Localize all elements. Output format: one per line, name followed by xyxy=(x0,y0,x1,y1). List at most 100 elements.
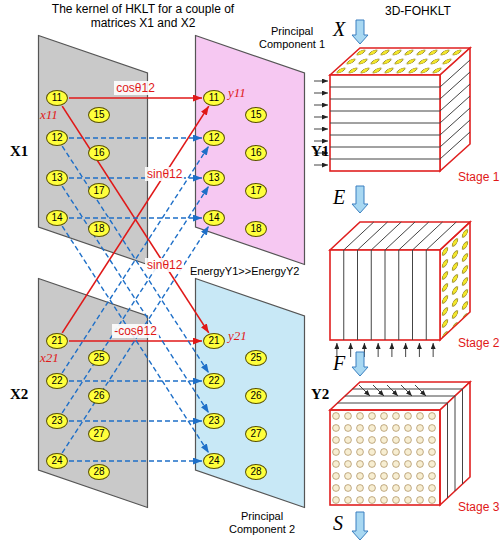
slice-line xyxy=(398,250,399,340)
flow-arrow xyxy=(352,20,368,44)
cube-front-face xyxy=(330,75,440,171)
dashed-arrow xyxy=(69,380,202,381)
diagram-title: The kernel of HKLT for a couple of matri… xyxy=(38,2,248,30)
input-arrow xyxy=(433,343,434,357)
cube-front-face xyxy=(330,250,440,340)
cube-side-face xyxy=(440,48,470,171)
variable-label: x11 xyxy=(40,108,58,122)
element-index: 18 xyxy=(89,222,109,236)
input-arrow xyxy=(314,81,328,82)
stage-label: Stage 2 xyxy=(458,336,499,350)
element-index: 14 xyxy=(47,211,67,225)
slice-line xyxy=(440,60,470,87)
element-index: 17 xyxy=(89,184,109,198)
element-circle: 16 xyxy=(245,145,267,161)
element-index: 13 xyxy=(47,171,67,185)
cube-slices xyxy=(314,20,470,540)
cube-side-face xyxy=(440,382,470,505)
matrix-name: X2 xyxy=(10,386,28,403)
coefficient-label: sinθ12 xyxy=(145,258,184,272)
element-circle: 24 xyxy=(203,453,225,469)
cube-front-face xyxy=(330,410,440,505)
stage-label: Stage 3 xyxy=(458,500,499,514)
element-circle: 23 xyxy=(203,413,225,429)
input-arrow xyxy=(387,385,398,396)
slice-line xyxy=(412,250,413,340)
input-arrow xyxy=(405,343,406,357)
input-arrow xyxy=(401,385,412,396)
element-circle: 22 xyxy=(203,373,225,389)
element-index: 27 xyxy=(89,427,109,441)
element-circle: 17 xyxy=(88,183,110,199)
element-circle: 14 xyxy=(46,210,68,226)
element-index: 16 xyxy=(89,146,109,160)
element-index: 21 xyxy=(204,334,224,348)
element-circle: 21 xyxy=(203,333,225,349)
element-circle: 23 xyxy=(46,413,68,429)
tensor-symbol: F xyxy=(333,352,345,374)
input-arrow xyxy=(314,117,328,118)
element-index: 12 xyxy=(47,131,67,145)
element-index: 25 xyxy=(89,351,109,365)
element-circle: 12 xyxy=(203,130,225,146)
element-index: 26 xyxy=(246,389,266,403)
element-index: 22 xyxy=(47,374,67,388)
slice-line xyxy=(330,99,440,100)
element-index: 15 xyxy=(89,108,109,122)
element-index: 11 xyxy=(47,91,67,105)
element-circle: 11 xyxy=(46,90,68,106)
matrix-name: X1 xyxy=(10,143,28,160)
element-index: 24 xyxy=(204,454,224,468)
slice-line xyxy=(330,159,440,160)
coefficient-label: sinθ12 xyxy=(145,167,184,181)
slice-line xyxy=(399,222,429,250)
element-circle: 25 xyxy=(88,350,110,366)
element-index: 16 xyxy=(246,146,266,160)
element-circle: 15 xyxy=(245,107,267,123)
flow-arrow xyxy=(352,512,368,540)
slice-line xyxy=(357,250,358,340)
element-index: 12 xyxy=(204,131,224,145)
element-circle: 22 xyxy=(46,373,68,389)
element-circle: 25 xyxy=(245,350,267,366)
dashed-arrow xyxy=(69,217,202,218)
element-index: 18 xyxy=(246,222,266,236)
input-arrow xyxy=(373,385,384,396)
slice-line xyxy=(462,389,463,484)
slice-line xyxy=(343,250,344,340)
slice-line xyxy=(345,396,455,397)
variable-label: y11 xyxy=(228,86,246,100)
slice-line xyxy=(385,250,386,340)
element-circle: 14 xyxy=(203,210,225,226)
input-arrow xyxy=(378,343,379,357)
slice-line xyxy=(330,123,440,124)
matrix-panel: Y2Principal Component 22122232425262728 xyxy=(195,278,305,508)
slice-line xyxy=(371,222,401,250)
panel-shape xyxy=(39,279,148,508)
energy-note: EnergyY1>>EnergyY2 xyxy=(190,264,299,278)
slice-line xyxy=(338,403,448,404)
matrix-name: Y2 xyxy=(311,386,329,403)
element-circle: 26 xyxy=(245,388,267,404)
element-circle: 15 xyxy=(88,107,110,123)
flow-arrow xyxy=(352,186,368,213)
element-index: 13 xyxy=(204,171,224,185)
element-index: 25 xyxy=(246,351,266,365)
element-circle: 21 xyxy=(46,333,68,349)
element-circle: 12 xyxy=(46,130,68,146)
slice-line xyxy=(455,396,456,491)
matrix-panel: X22122232425262728 xyxy=(38,278,148,508)
element-index: 28 xyxy=(89,465,109,479)
slice-line xyxy=(358,222,388,250)
element-circle: 18 xyxy=(245,221,267,237)
dashed-arrow xyxy=(69,460,202,461)
slice-line xyxy=(371,250,372,340)
slice-line xyxy=(330,87,440,88)
element-index: 17 xyxy=(246,184,266,198)
component-label: Principal Component 1 xyxy=(255,25,329,51)
stage-label: Stage 1 xyxy=(458,170,499,184)
element-circle: 18 xyxy=(88,221,110,237)
element-index: 11 xyxy=(204,91,224,105)
element-index: 24 xyxy=(47,454,67,468)
element-index: 21 xyxy=(47,334,67,348)
